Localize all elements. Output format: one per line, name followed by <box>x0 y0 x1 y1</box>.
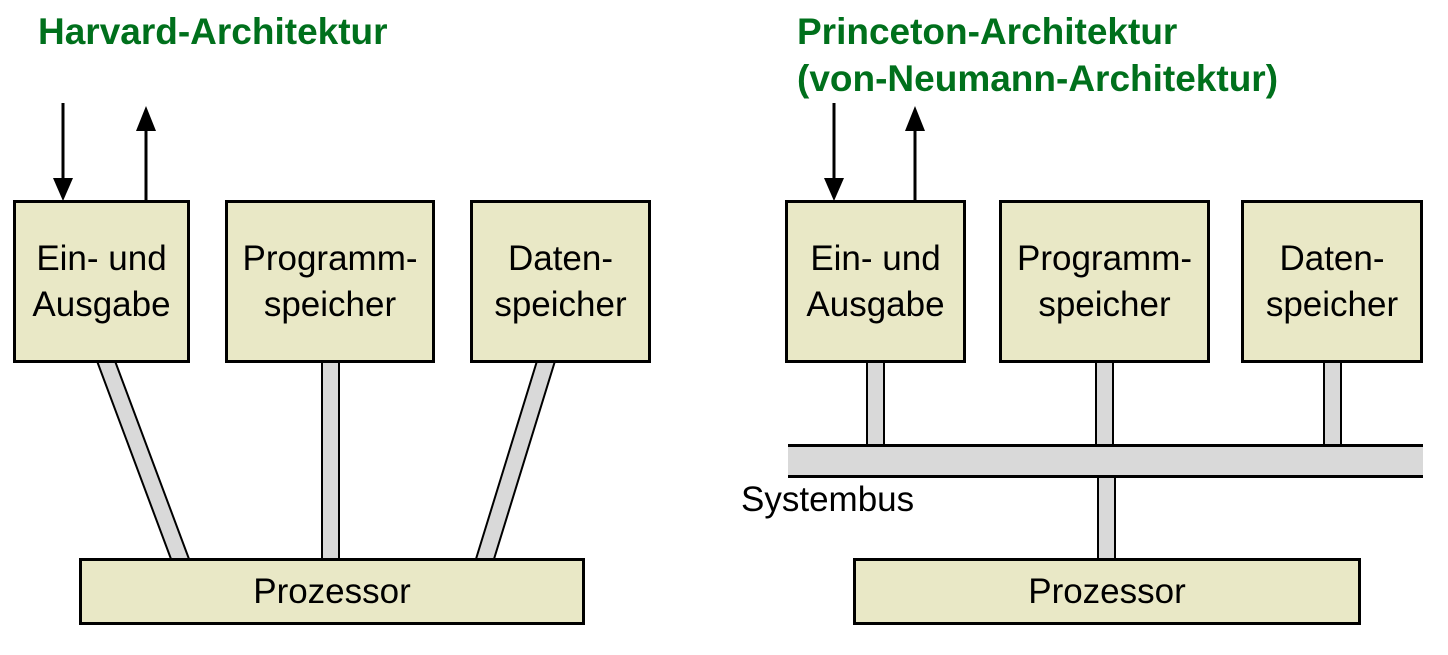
harvard-output-arrow-icon <box>136 106 156 202</box>
harvard-title-text: Harvard-Architektur <box>38 11 388 52</box>
princeton-output-arrow-icon <box>905 106 925 202</box>
box-label-line: Programm- <box>242 238 418 278</box>
harvard-box-ein-und-ausgabe: Ein- und Ausgabe <box>13 200 190 363</box>
box-label-line: Ausgabe <box>806 284 945 324</box>
princeton-connector-bus-to-processor <box>1097 475 1116 561</box>
princeton-box-programmspeicher: Programm- speicher <box>999 200 1210 363</box>
box-label-line: Ausgabe <box>32 284 171 324</box>
systembus-bar <box>788 444 1423 478</box>
harvard-processor-box: Prozessor <box>79 558 585 625</box>
box-label-line: speicher <box>494 284 627 324</box>
box-label-line: speicher <box>1265 284 1399 324</box>
box-label-line: speicher <box>263 284 397 324</box>
harvard-connector-io-to-processor <box>95 360 191 560</box>
harvard-connector-program-to-processor <box>321 360 340 560</box>
princeton-input-arrow-icon <box>824 103 844 201</box>
harvard-input-arrow-icon <box>53 103 73 201</box>
princeton-processor-box: Prozessor <box>853 558 1361 625</box>
princeton-title-line2: (von-Neumann-Architektur) <box>797 58 1279 99</box>
processor-label: Prozessor <box>253 571 411 611</box>
processor-label: Prozessor <box>1028 571 1186 611</box>
princeton-connector-program-to-bus <box>1095 360 1114 448</box>
princeton-connector-io-to-bus <box>866 360 885 448</box>
princeton-title: Princeton-Architektur (von-Neumann-Archi… <box>797 8 1278 102</box>
harvard-title: Harvard-Architektur <box>38 8 388 55</box>
box-label-line: Daten- <box>507 238 614 278</box>
box-label-line: Ein- und <box>810 238 941 278</box>
box-label-line: speicher <box>1038 284 1171 324</box>
harvard-connector-data-to-processor <box>474 360 557 560</box>
harvard-box-datenspeicher: Daten- speicher <box>470 200 651 363</box>
systembus-label: Systembus <box>741 480 915 519</box>
princeton-box-ein-und-ausgabe: Ein- und Ausgabe <box>785 200 966 363</box>
princeton-title-line1: Princeton-Architektur <box>797 11 1178 52</box>
box-label-line: Ein- und <box>36 238 167 278</box>
box-label-line: Daten- <box>1279 238 1385 278</box>
princeton-connector-data-to-bus <box>1323 360 1342 448</box>
box-label-line: Programm- <box>1016 238 1193 278</box>
princeton-box-datenspeicher: Daten- speicher <box>1241 200 1423 363</box>
harvard-box-programmspeicher: Programm- speicher <box>225 200 435 363</box>
